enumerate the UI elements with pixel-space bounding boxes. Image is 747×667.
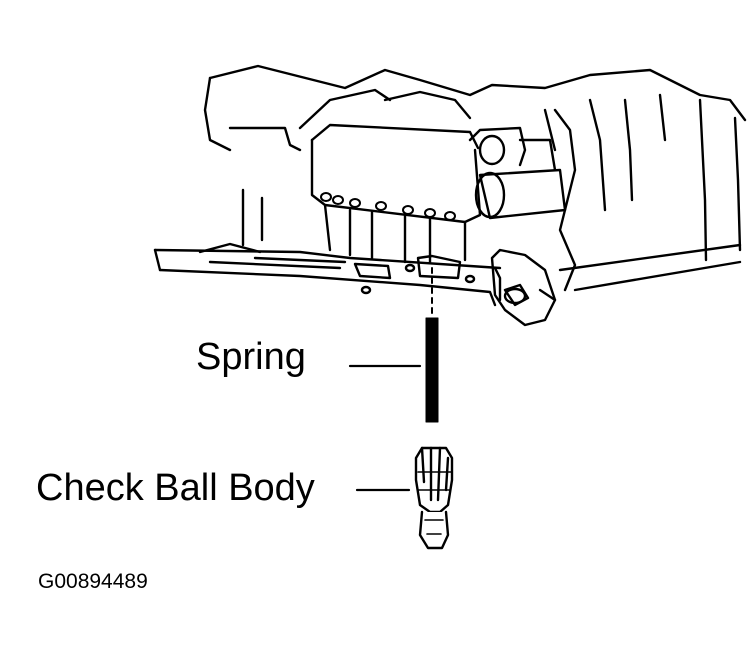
servo-fitting xyxy=(468,108,577,292)
spring-label: Spring xyxy=(196,336,306,378)
transmission-case xyxy=(203,64,747,262)
bolt-holes xyxy=(320,192,456,221)
detent-lever xyxy=(490,248,557,327)
spring xyxy=(425,317,439,423)
figure-id: G00894489 xyxy=(38,570,148,593)
valve-body xyxy=(310,123,482,264)
check-ball-body-label: Check Ball Body xyxy=(36,467,315,509)
oil-pan-flange xyxy=(153,242,742,307)
check-ball-body xyxy=(414,446,454,550)
